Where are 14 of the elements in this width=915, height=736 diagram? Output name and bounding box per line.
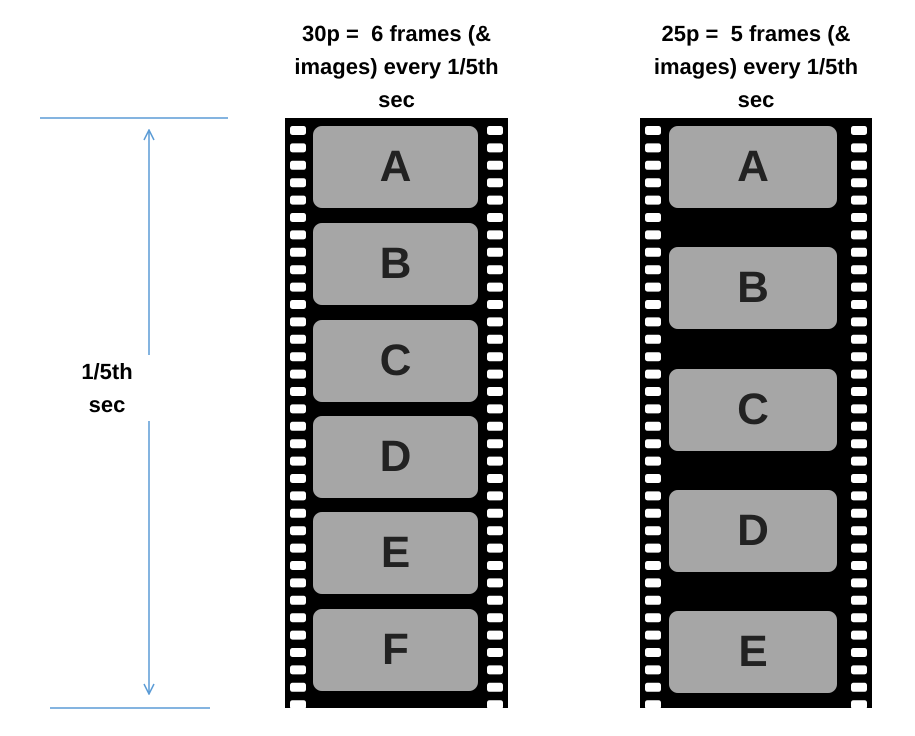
film-frame: C: [313, 320, 478, 402]
film-frame: D: [669, 490, 837, 572]
strip-heading: 25p = 5 frames (& images) every 1/5th sec: [654, 21, 860, 112]
film-frame: F: [313, 609, 478, 691]
film-frame: A: [669, 126, 837, 208]
film-frame: B: [313, 223, 478, 305]
strip-heading: 30p = 6 frames (& images) every 1/5th sec: [294, 21, 500, 112]
film-frame: C: [669, 369, 837, 451]
film-frame: E: [669, 611, 837, 693]
dimension-label: 1/5th sec: [80, 358, 134, 419]
film-frame: A: [313, 126, 478, 208]
film-frame: E: [313, 512, 478, 594]
film-frame: D: [313, 416, 478, 498]
film-frame: B: [669, 247, 837, 329]
